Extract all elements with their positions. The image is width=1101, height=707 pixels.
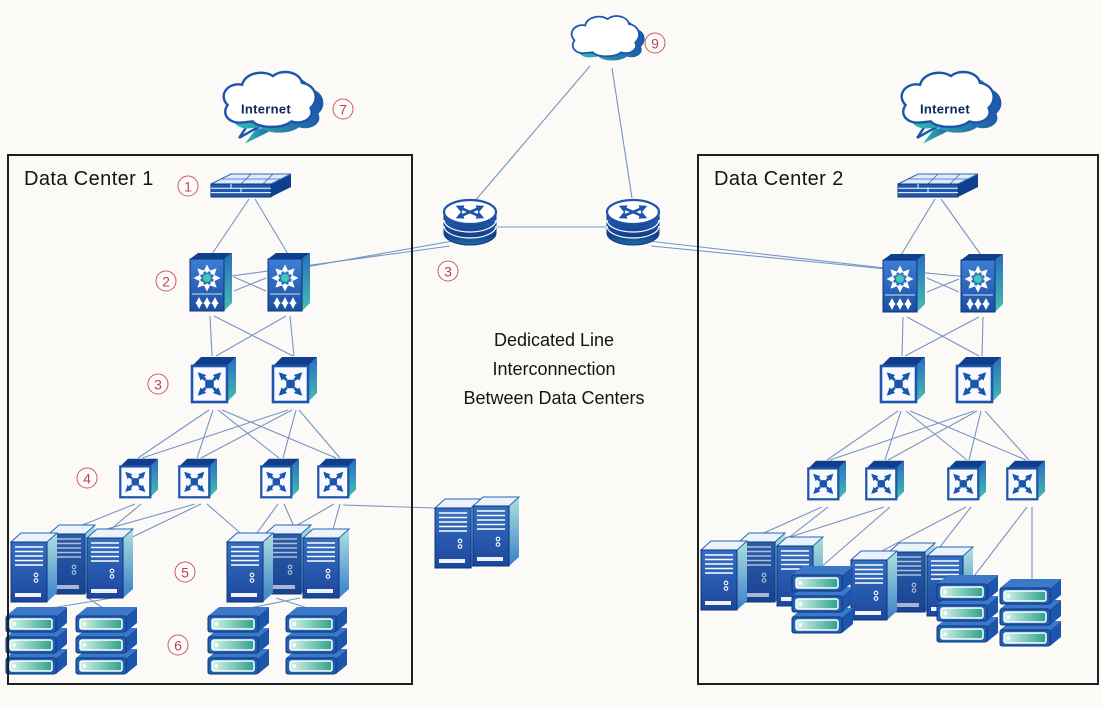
connection-line bbox=[211, 198, 250, 255]
connection-line bbox=[233, 277, 267, 292]
numbered-badge-4: 4 bbox=[76, 467, 98, 489]
dc1-title: Data Center 1 bbox=[24, 168, 154, 190]
connection-line bbox=[887, 410, 978, 461]
connection-line bbox=[819, 506, 891, 569]
interconnect-caption: Dedicated Line Interconnection Between D… bbox=[436, 326, 672, 413]
connection-line bbox=[968, 410, 982, 461]
connection-line bbox=[905, 410, 968, 461]
dc2-title: Data Center 2 bbox=[714, 168, 844, 190]
connection-line bbox=[473, 65, 591, 203]
caption-line-1: Dedicated Line bbox=[493, 330, 615, 350]
connection-line bbox=[298, 409, 341, 459]
numbered-badge-2: 2 bbox=[155, 270, 177, 292]
connection-line bbox=[904, 316, 980, 357]
connection-line bbox=[926, 278, 960, 293]
caption-line-3: Between Data Centers bbox=[463, 388, 645, 408]
connection-line bbox=[829, 410, 975, 461]
caption-line-2: Interconnection bbox=[492, 359, 616, 379]
connection-line bbox=[879, 506, 967, 553]
connection-line bbox=[215, 315, 287, 357]
connection-line bbox=[141, 409, 289, 459]
connection-line bbox=[826, 410, 899, 461]
standalone-server-pair-icon bbox=[435, 497, 519, 568]
connection-line bbox=[967, 506, 1028, 585]
numbered-badge-6: 6 bbox=[167, 634, 189, 656]
connection-line bbox=[909, 410, 1027, 461]
connection-line bbox=[206, 503, 247, 539]
dc2-container: Data Center 2 bbox=[697, 154, 1099, 685]
connection-line bbox=[213, 315, 294, 357]
numbered-badge-3: 3 bbox=[437, 260, 459, 282]
numbered-badge-9: 9 bbox=[644, 32, 666, 54]
router-left-icon bbox=[444, 200, 496, 245]
connection-line bbox=[209, 315, 213, 357]
numbered-badge-1: 1 bbox=[177, 175, 199, 197]
dc1-container: Data Center 1 bbox=[7, 154, 413, 685]
connection-line bbox=[289, 315, 295, 357]
internet-cloud-label-2: Internet bbox=[919, 101, 971, 117]
connection-line bbox=[900, 198, 936, 256]
router-right-icon bbox=[607, 200, 659, 245]
interconnect-cloud-icon bbox=[572, 16, 645, 60]
numbered-badge-3: 3 bbox=[147, 373, 169, 395]
connection-line bbox=[984, 410, 1030, 461]
connection-line bbox=[121, 503, 202, 543]
numbered-badge-7: 7 bbox=[332, 98, 354, 120]
connection-line bbox=[200, 409, 293, 459]
connection-line bbox=[282, 409, 297, 459]
connection-line bbox=[940, 198, 982, 256]
connection-line bbox=[342, 504, 435, 509]
connection-line bbox=[254, 198, 289, 255]
connection-lines bbox=[39, 65, 1033, 611]
connection-line bbox=[217, 409, 280, 459]
connection-line bbox=[981, 316, 984, 357]
connection-line bbox=[137, 409, 210, 459]
connection-line bbox=[884, 410, 902, 461]
connection-line bbox=[647, 240, 903, 271]
connection-line bbox=[221, 409, 337, 459]
numbered-badge-5: 5 bbox=[174, 561, 196, 583]
connection-line bbox=[901, 316, 904, 357]
connection-line bbox=[196, 409, 214, 459]
connection-line bbox=[611, 67, 633, 199]
internet-cloud-label-1: Internet bbox=[240, 101, 292, 117]
